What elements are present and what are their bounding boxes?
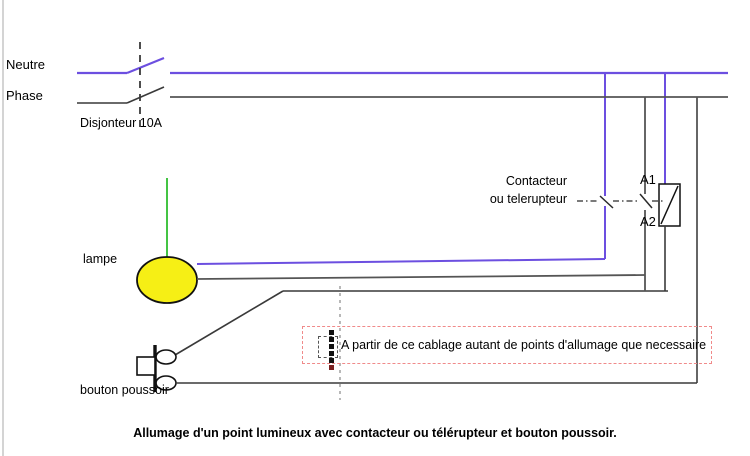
label-terminal-a1: A1 [640,172,656,187]
lamp-symbol [136,256,198,304]
label-disjoncteur: Disjonteur 10A [80,116,162,130]
pushbutton-cap [136,356,156,376]
contactor-coil-body [658,183,681,227]
note-selection-handles[interactable] [329,330,335,370]
selection-handle[interactable] [329,344,334,349]
note-selection-rect[interactable] [318,336,338,358]
selection-handle[interactable] [329,358,334,363]
breaker-phase-pole [126,86,165,104]
selection-handle[interactable] [329,330,334,335]
label-lampe: lampe [83,252,118,266]
label-contactor-line2: ou telerupteur [489,192,567,206]
label-phase: Phase [6,88,43,103]
contactor-contact-2 [639,193,653,209]
diagram-caption: Allumage d'un point lumineux avec contac… [133,426,617,440]
note-text: A partir de ce cablage autant de points … [341,338,707,352]
selection-handle[interactable] [329,337,334,342]
pushbutton-diagonal-wire [174,290,284,356]
label-bouton-poussoir: bouton poussoir [80,383,169,397]
selection-handle[interactable] [329,365,334,370]
contactor-coil-diagonal [660,185,679,225]
selection-handle[interactable] [329,351,334,356]
neutral-to-lamp [196,258,606,265]
label-neutre: Neutre [6,57,46,72]
label-contactor-line1: Contacteur [505,174,567,188]
lamp-return-wire [196,274,646,280]
contactor-contact-1 [599,195,614,209]
note-box [302,326,712,364]
breaker-neutral-pole [126,56,165,75]
label-terminal-a2: A2 [640,214,656,229]
pushbutton-top-terminal [155,349,177,365]
